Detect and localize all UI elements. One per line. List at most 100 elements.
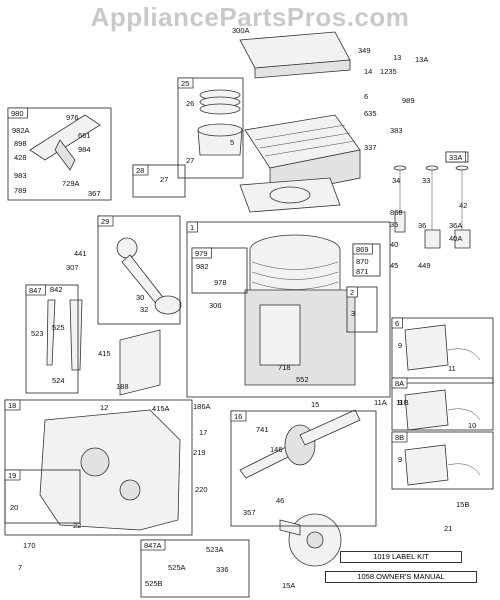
section-box-847 <box>25 284 79 394</box>
section-tag-frame <box>230 410 247 422</box>
section-tag-frame <box>177 77 194 89</box>
section-id-label: 29 <box>101 217 109 226</box>
part-number-label: 188 <box>116 382 129 391</box>
section-box-19 <box>4 469 81 524</box>
section-id-label: 8B <box>395 433 404 442</box>
part-number-label: 220 <box>195 485 208 494</box>
crankcase-cover-part <box>39 409 181 531</box>
part-number-label: 15B <box>456 500 469 509</box>
section-tag-frame <box>132 164 149 176</box>
part-number-label: 336 <box>216 565 229 574</box>
part-number-label: 441 <box>74 249 87 258</box>
part-number-label: 982A <box>12 126 30 135</box>
part-number-label: 17 <box>199 428 207 437</box>
section-tag-frame <box>186 221 198 233</box>
part-number-label: 170 <box>23 541 36 550</box>
part-number-label: 10 <box>468 421 476 430</box>
section-tag-frame <box>346 286 358 298</box>
part-number-label: 523 <box>31 329 44 338</box>
section-id-label: 979 <box>195 249 208 258</box>
part-number-label: 989 <box>402 96 415 105</box>
part-number-label: 983 <box>14 171 27 180</box>
section-tag-frame <box>25 284 46 296</box>
part-number-label: 349 <box>358 46 371 55</box>
breather-plate-parts <box>404 324 481 486</box>
governor-parts <box>29 114 101 171</box>
section-tag-frame <box>352 243 373 255</box>
section-id-label: 869 <box>356 245 369 254</box>
dipstick-part <box>46 299 83 371</box>
part-number-label: 976 <box>66 113 79 122</box>
part-number-label: 9 <box>398 455 402 464</box>
part-number-label: 13 <box>393 53 401 62</box>
section-box-847A <box>140 539 250 598</box>
section-box-16 <box>230 410 377 527</box>
part-number-label: 357 <box>243 508 256 517</box>
part-number-label: 306 <box>209 301 222 310</box>
part-number-label: 428 <box>14 153 27 162</box>
part-number-label: 40 <box>390 240 398 249</box>
head-gasket-part <box>239 177 341 213</box>
section-id-label: 847A <box>144 541 162 550</box>
part-number-label: 11 <box>448 364 456 373</box>
part-number-label: 14 <box>364 67 372 76</box>
part-number-label: 34 <box>392 176 400 185</box>
part-number-label: 718 <box>278 363 291 372</box>
part-number-label: 13A <box>415 55 428 64</box>
section-id-label: 6 <box>395 319 399 328</box>
part-number-label: 870 <box>356 257 369 266</box>
part-number-label: 635 <box>364 109 377 118</box>
section-box-29 <box>97 215 181 325</box>
valve-parts <box>393 165 471 249</box>
section-id-label: 25 <box>181 79 189 88</box>
part-number-label: 186A <box>193 402 211 411</box>
part-number-label: 383 <box>390 126 403 135</box>
part-number-label: 7 <box>18 563 22 572</box>
part-number-label: 300A <box>232 26 250 35</box>
part-number-label: 36A <box>449 221 462 230</box>
part-number-label: 337 <box>364 143 377 152</box>
part-number-label: 415A <box>152 404 170 413</box>
part-number-label: 871 <box>356 267 369 276</box>
section-id-label: 2 <box>350 288 354 297</box>
part-number-label: 525A <box>168 563 186 572</box>
part-number-label: 11A <box>374 398 387 407</box>
section-id-label: 980 <box>11 109 24 118</box>
part-number-label: 984 <box>78 145 91 154</box>
section-id-label: 33A <box>449 153 462 162</box>
section-box-6 <box>391 317 494 384</box>
part-number-label: 982 <box>196 262 209 271</box>
section-tag-frame <box>4 469 21 481</box>
part-number-label: 42 <box>459 201 467 210</box>
section-tag-frame <box>140 539 166 551</box>
section-box-979 <box>191 247 248 294</box>
piston-part <box>197 89 243 156</box>
part-number-label: 33 <box>422 176 430 185</box>
section-tag-frame <box>445 151 466 163</box>
part-number-label: 146 <box>270 445 283 454</box>
part-number-label: 12 <box>100 403 108 412</box>
muffler-shield-part <box>119 329 161 396</box>
part-number-label: 20 <box>10 503 18 512</box>
part-number-label: 307 <box>66 263 79 272</box>
part-number-label: 868 <box>390 208 403 217</box>
part-number-label: 9 <box>398 341 402 350</box>
part-number-label: 525B <box>145 579 163 588</box>
section-tag-frame <box>391 317 403 329</box>
part-number-label: 22 <box>73 521 81 530</box>
part-number-label: 415 <box>98 349 111 358</box>
part-number-label: 21 <box>444 524 452 533</box>
part-number-label: 46 <box>276 496 284 505</box>
part-number-label: 27 <box>160 175 168 184</box>
part-number-label: 3 <box>351 309 355 318</box>
part-number-label: 449 <box>418 261 431 270</box>
part-number-label: 741 <box>256 425 269 434</box>
part-number-label: 35 <box>390 220 398 229</box>
part-number-label: 27 <box>186 156 194 165</box>
section-id-label: 847 <box>29 286 42 295</box>
part-number-label: 6 <box>364 92 368 101</box>
part-number-label: 26 <box>186 99 194 108</box>
owners-manual-item: 1058 OWNER'S MANUAL <box>325 571 477 583</box>
cylinder-head-cover-part <box>239 31 351 79</box>
section-id-label: 16 <box>234 412 242 421</box>
